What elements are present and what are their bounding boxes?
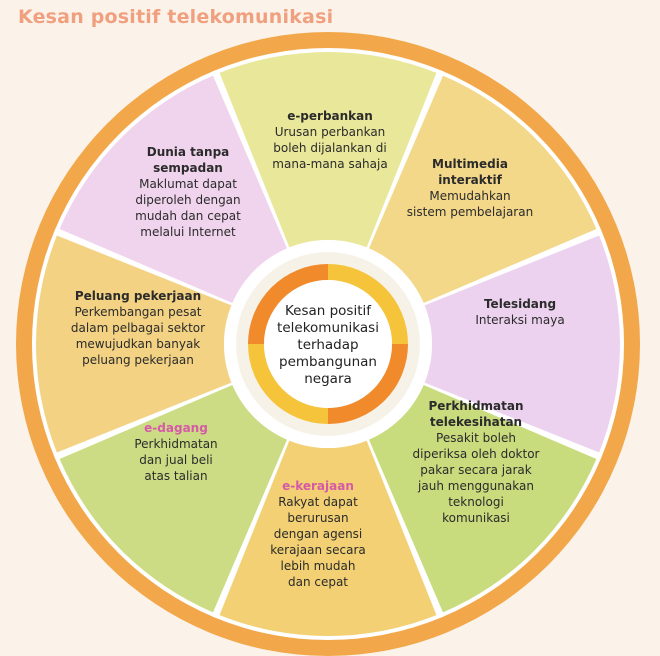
segment-peluang-pekerjaan-title-line: Peluang pekerjaan <box>75 289 201 303</box>
segment-dunia-tanpa-sempadan-wedge <box>59 75 288 304</box>
segment-perkhidmatan-telekesihatan-body-line: diperiksa oleh doktor <box>413 447 540 461</box>
center-text-line: telekomunikasi <box>277 320 379 336</box>
segment-perkhidmatan-telekesihatan-body-line: jauh menggunakan <box>417 479 534 493</box>
segment-e-kerajaan-title-line: e-kerajaan <box>282 479 354 493</box>
segment-multimedia-interaktif-title-line: Multimedia <box>432 157 508 171</box>
segment-multimedia-interaktif-body-line: sistem pembelajaran <box>407 205 533 219</box>
hub-ring-arc <box>248 264 328 344</box>
segment-perkhidmatan-telekesihatan-title-line: telekesihatan <box>430 415 522 429</box>
segment-dunia-tanpa-sempadan-body-line: mudah dan cepat <box>135 209 241 223</box>
segment-e-dagang-body-line: dan jual beli <box>139 453 213 467</box>
segment-dunia-tanpa-sempadan-title-line: sempadan <box>153 161 223 175</box>
segment-multimedia-interaktif-wedge <box>368 75 597 304</box>
segment-perkhidmatan-telekesihatan-body-line: pakar secara jarak <box>420 463 531 477</box>
segment-e-perbankan-body-line: mana-mana sahaja <box>272 157 387 171</box>
segment-dunia-tanpa-sempadan-body-line: melalui Internet <box>140 225 236 239</box>
segment-e-perbankan-body-line: Urusan perbankan <box>275 125 386 139</box>
segment-telesidang-title-line: Telesidang <box>484 297 556 311</box>
segment-perkhidmatan-telekesihatan-title-line: Perkhidmatan <box>428 399 523 413</box>
hub-center <box>264 280 392 408</box>
segment-e-dagang-title-line: e-dagang <box>144 421 208 435</box>
segment-dunia-tanpa-sempadan-body-line: Maklumat dapat <box>139 177 237 191</box>
segment-peluang-pekerjaan-body-line: dalam pelbagai sektor <box>71 321 205 335</box>
segment-e-kerajaan-body-line: dengan agensi <box>274 527 363 541</box>
center-text-line: negara <box>304 371 352 387</box>
segment-e-dagang-body-line: Perkhidmatan <box>134 437 217 451</box>
segment-peluang-pekerjaan-body-line: peluang pekerjaan <box>82 353 194 367</box>
hub-ring-arc <box>248 344 328 424</box>
segment-e-kerajaan-wedge <box>219 440 437 636</box>
segment-dunia-tanpa-sempadan-body-line: diperoleh dengan <box>135 193 240 207</box>
segment-e-dagang-body-line: atas talian <box>144 469 207 483</box>
center-text-line: Kesan positif <box>285 303 372 319</box>
segment-e-perbankan-body-line: boleh dijalankan di <box>273 141 387 155</box>
segment-telesidang-body-line: Interaksi maya <box>475 313 564 327</box>
segment-e-kerajaan-body-line: Rakyat dapat <box>278 495 358 509</box>
center-text-line: terhadap <box>297 337 358 353</box>
segment-peluang-pekerjaan-wedge <box>35 235 232 453</box>
segment-perkhidmatan-telekesihatan-body-line: teknologi <box>448 495 504 509</box>
segment-perkhidmatan-telekesihatan-wedge <box>368 384 597 613</box>
page-title: Kesan positif telekomunikasi <box>18 6 334 28</box>
center-text-line: pembangunan <box>279 354 377 370</box>
segment-e-kerajaan-body-line: lebih mudah <box>281 559 356 573</box>
segment-peluang-pekerjaan-body-line: mewujudkan banyak <box>76 337 201 351</box>
segment-e-kerajaan-body-line: berurusan <box>287 511 348 525</box>
segment-telesidang-wedge <box>424 235 620 453</box>
segment-multimedia-interaktif-body-line: Memudahkan <box>429 189 510 203</box>
segment-dunia-tanpa-sempadan-title-line: Dunia tanpa <box>147 145 230 159</box>
segment-perkhidmatan-telekesihatan-body-line: Pesakit boleh <box>436 431 516 445</box>
segment-e-perbankan-wedge <box>219 52 437 248</box>
segment-e-kerajaan-body-line: dan cepat <box>288 575 348 589</box>
hub-ring-arc <box>328 344 408 424</box>
hub-ring-arc <box>328 264 408 344</box>
segment-e-perbankan-title-line: e-perbankan <box>287 109 373 123</box>
segment-e-dagang-wedge <box>59 384 288 613</box>
segment-e-kerajaan-body-line: kerajaan secara <box>270 543 366 557</box>
segment-multimedia-interaktif-title-line: interaktif <box>438 173 502 187</box>
segment-perkhidmatan-telekesihatan-body-line: komunikasi <box>442 511 510 525</box>
segment-peluang-pekerjaan-body-line: Perkembangan pesat <box>75 305 202 319</box>
